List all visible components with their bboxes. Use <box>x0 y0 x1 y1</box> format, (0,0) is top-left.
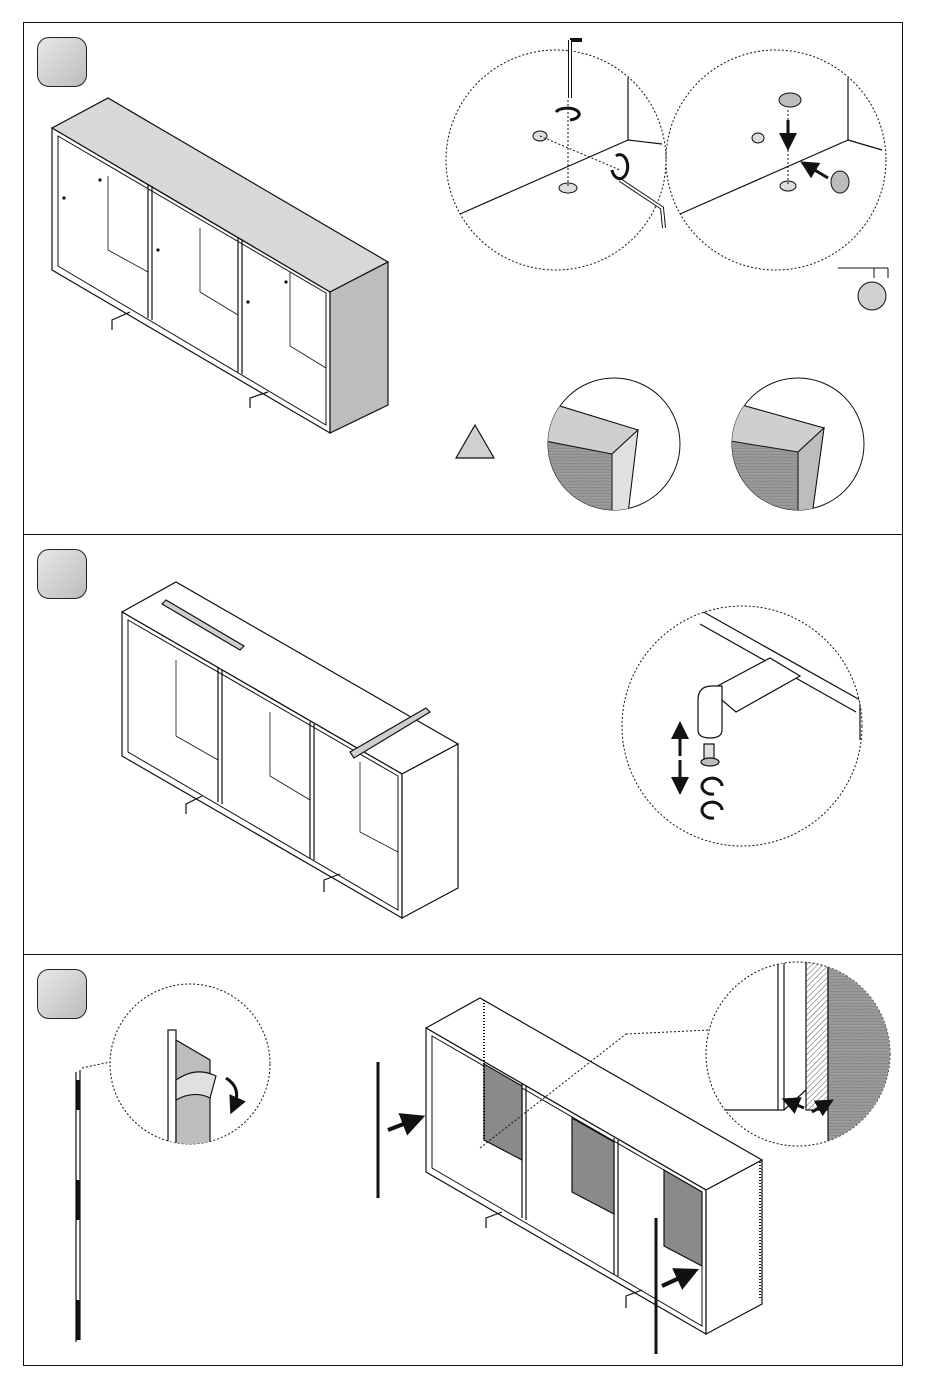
push-arrow-icon <box>790 1102 804 1108</box>
rotate-arrow-icon <box>702 778 722 794</box>
cabinet-step-1 <box>52 98 388 433</box>
detail-foot-adjust <box>622 606 862 846</box>
cabinet-step-2 <box>122 582 458 918</box>
detail-cover-caps <box>666 50 886 270</box>
rotate-arrow-icon <box>702 802 722 818</box>
rotate-arrow-icon <box>612 155 628 179</box>
cap-legend <box>838 268 888 310</box>
detail-gasket-section <box>700 960 908 1160</box>
warning-triangle-icon <box>456 425 494 458</box>
gasket-strip <box>76 1062 110 1342</box>
detail-edge-b <box>724 378 864 530</box>
detail-leveling-screw <box>446 40 666 270</box>
detail-edge-a <box>540 378 680 530</box>
cabinet-step-3 <box>378 998 762 1354</box>
push-arrow-icon <box>388 1120 414 1130</box>
rotate-arrow-icon <box>226 1078 237 1106</box>
cover-cap-icon <box>858 282 886 310</box>
detail-peel-tape <box>110 984 270 1150</box>
